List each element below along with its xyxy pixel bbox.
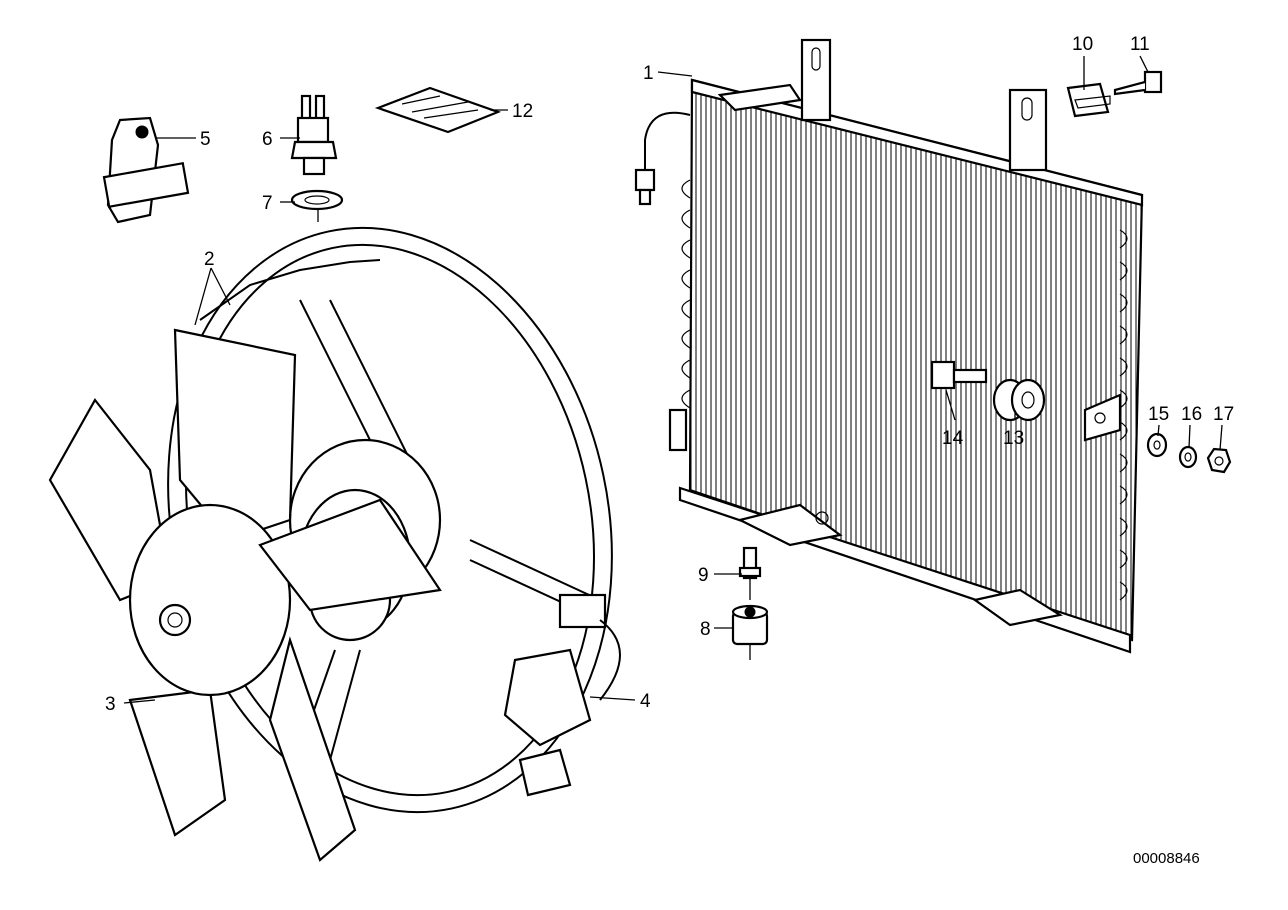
rubber-mount-part [992,378,1046,422]
label-plate-part [374,86,502,134]
diagram-reference-number: 00008846 [1133,850,1200,867]
callout-2: 2 [204,249,215,270]
washer-part [1146,432,1168,458]
callout-1: 1 [643,63,654,84]
callout-8: 8 [700,619,711,640]
bolt-part [930,360,988,390]
condenser-part [634,38,1144,654]
seal-ring-part [290,189,344,211]
callout-11: 11 [1130,34,1150,55]
callout-17: 17 [1213,404,1234,425]
fan-connector-part [503,593,621,797]
pin-part [738,546,762,580]
callout-13: 13 [1003,428,1024,449]
fan-shroud-part [167,226,613,814]
callout-12: 12 [512,101,533,122]
callout-labels: 1 2 3 4 5 6 7 8 9 10 11 12 13 14 15 16 1… [105,34,1234,715]
callout-5: 5 [200,129,211,150]
nut-part [1206,447,1232,474]
callout-4: 4 [640,691,651,712]
fan-blade-part [48,328,442,862]
grommet-part [731,604,769,646]
callout-16: 16 [1181,404,1202,425]
callout-6: 6 [262,129,273,150]
screw-part [1113,70,1163,96]
callout-3: 3 [105,694,116,715]
callout-9: 9 [698,565,709,586]
plug-part [102,116,190,224]
callout-10: 10 [1072,34,1093,55]
callout-7: 7 [262,193,273,214]
temperature-switch-part [290,94,338,176]
callout-15: 15 [1148,404,1169,425]
lock-washer-part [1178,445,1198,469]
leader-lines [123,55,1223,704]
clip-part [1066,82,1111,118]
callout-14: 14 [942,428,964,449]
